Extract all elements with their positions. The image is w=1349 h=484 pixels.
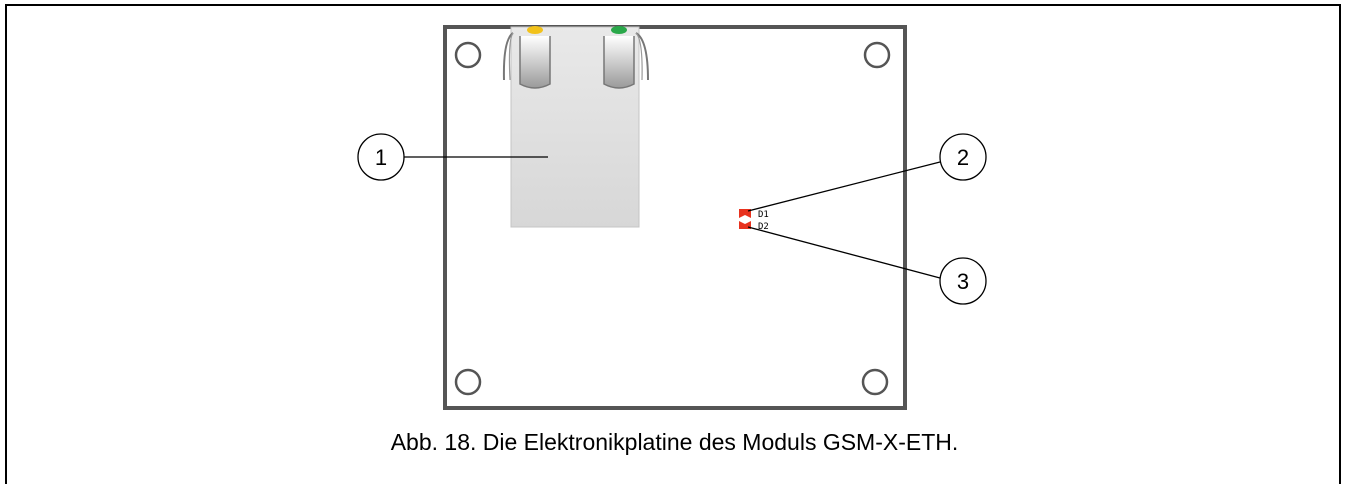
led-d1-label: D1 <box>758 210 769 220</box>
mounting-hole-top-right <box>863 41 891 69</box>
socket-led-yellow <box>527 26 543 34</box>
callout-3: 3 <box>939 257 987 305</box>
socket-led-green <box>611 26 627 34</box>
mounting-hole-top-left <box>454 41 482 69</box>
ethernet-socket <box>502 26 649 228</box>
callout-1-number: 1 <box>375 145 387 170</box>
callout-2-number: 2 <box>957 145 969 170</box>
figure-frame <box>5 4 1341 484</box>
callout-3-number: 3 <box>957 269 969 294</box>
figure-caption: Abb. 18. Die Elektronikplatine des Modul… <box>390 429 959 455</box>
mounting-hole-bottom-right <box>861 368 889 396</box>
leader-line-3 <box>747 226 941 279</box>
callout-1: 1 <box>357 133 405 181</box>
mounting-hole-bottom-left <box>454 368 482 396</box>
leader-line-2 <box>747 161 941 212</box>
led-d1: D1 <box>739 209 769 220</box>
callout-2: 2 <box>939 133 987 181</box>
led-d2-label: D2 <box>758 222 769 232</box>
